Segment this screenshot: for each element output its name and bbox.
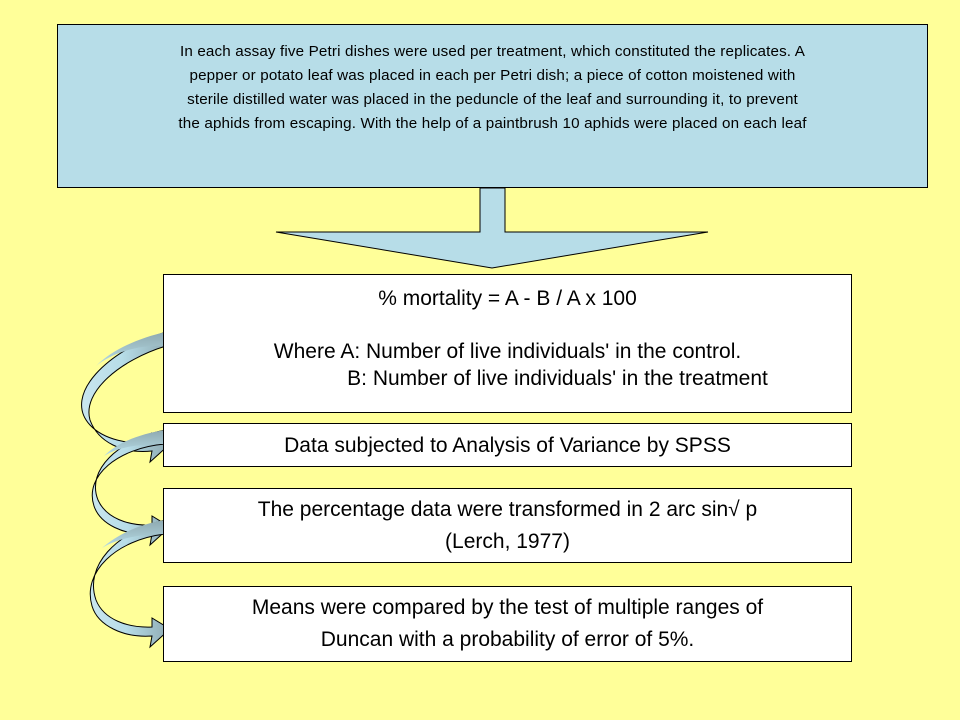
where-a-definition: Where A: Number of live individuals' in …: [273, 340, 742, 363]
transform-line: The percentage data were transformed in …: [257, 497, 758, 521]
procedure-box: In each assay five Petri dishes were use…: [57, 24, 928, 188]
down-arrow-icon: [275, 187, 709, 269]
duncan-box: Means were compared by the test of multi…: [163, 586, 852, 662]
curved-arrow-icon: [89, 519, 171, 649]
anova-text: Data subjected to Analysis of Variance b…: [284, 433, 731, 457]
transform-box: The percentage data were transformed in …: [163, 488, 852, 563]
procedure-line: sterile distilled water was placed in th…: [187, 91, 798, 108]
where-b-definition: B: Number of live individuals' in the tr…: [347, 367, 768, 390]
transform-citation: (Lerch, 1977): [445, 529, 570, 553]
mortality-formula: % mortality = A - B / A x 100: [378, 287, 637, 310]
duncan-line: Means were compared by the test of multi…: [251, 596, 764, 619]
procedure-line: In each assay five Petri dishes were use…: [180, 43, 805, 60]
mortality-formula-box: % mortality = A - B / A x 100 Where A: N…: [163, 274, 852, 413]
anova-box: Data subjected to Analysis of Variance b…: [163, 423, 852, 467]
curved-arrow-icon: [91, 429, 171, 547]
procedure-line: pepper or potato leaf was placed in each…: [189, 67, 796, 84]
duncan-line: Duncan with a probability of error of 5%…: [320, 628, 695, 651]
procedure-line: the aphids from escaping. With the help …: [178, 115, 807, 132]
